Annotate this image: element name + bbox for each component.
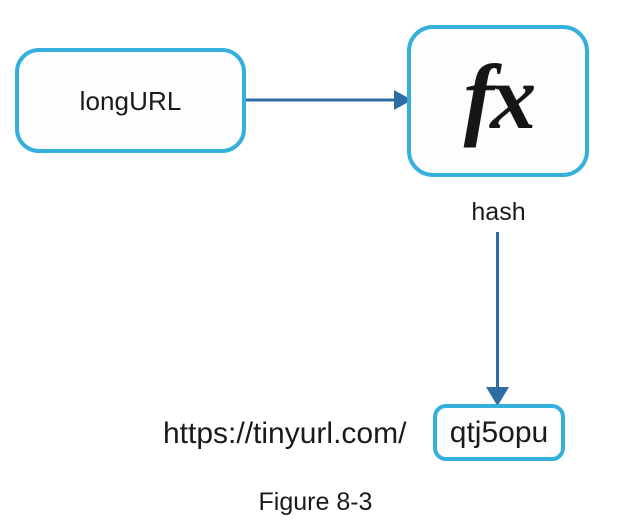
node-longurl[interactable]: longURL	[15, 48, 246, 153]
node-short-code[interactable]: qtj5opu	[433, 404, 565, 461]
figure-caption: Figure 8-3	[258, 488, 373, 516]
arrow-function-to-shortcode	[486, 232, 509, 406]
edge-label-hash: hash	[471, 198, 526, 226]
node-short-code-label: qtj5opu	[449, 415, 549, 449]
node-longurl-label: longURL	[79, 85, 182, 116]
fx-icon: fx	[463, 46, 537, 148]
url-prefix-text: https://tinyurl.com/	[163, 417, 407, 450]
node-hash-function[interactable]: fx	[407, 25, 589, 177]
arrow-longurl-to-function	[246, 90, 412, 110]
